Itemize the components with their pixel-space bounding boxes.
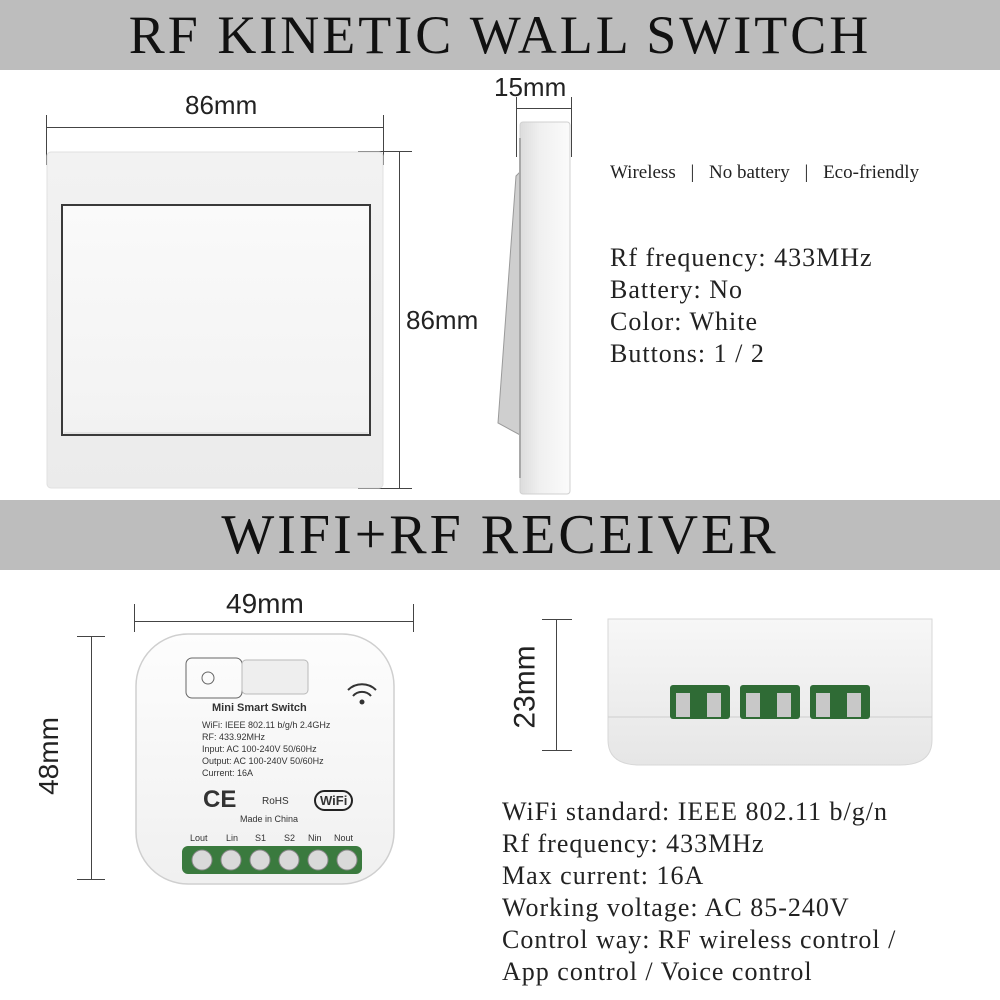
- feature-separator: |: [804, 162, 809, 183]
- wall-switch-front-image: [46, 151, 384, 489]
- spec-buttons: Buttons: 1 / 2: [610, 339, 765, 368]
- terminal-label: S2: [284, 833, 296, 843]
- wall-switch-side-image: [497, 121, 571, 495]
- feature-separator: |: [690, 162, 695, 183]
- switch-width-tick-left: [46, 115, 47, 165]
- receiver-width-label: 49mm: [226, 588, 304, 619]
- wifi-badge: WiFi: [314, 790, 354, 811]
- switch-width-line: [46, 127, 384, 128]
- receiver-section-title: WIFI+RF RECEIVER: [221, 504, 779, 566]
- terminal-label: Lin: [226, 833, 239, 843]
- receiver-label-line: RF: 433.92MHz: [202, 732, 266, 742]
- switch-section-title: RF KINETIC WALL SWITCH: [128, 5, 872, 65]
- switch-section-banner: RF KINETIC WALL SWITCH: [0, 0, 1000, 70]
- receiver-depth-tick-bottom: [542, 750, 572, 751]
- switch-depth-tick-left: [516, 97, 517, 157]
- switch-depth-tick-right: [571, 97, 572, 157]
- switch-height-line: [399, 151, 400, 489]
- switch-depth-label: 15mm: [494, 72, 567, 102]
- switch-height-tick-top: [358, 151, 412, 152]
- terminal-label: Lout: [190, 833, 208, 843]
- terminal-label: Nout: [334, 833, 354, 843]
- spec-color: Color: White: [610, 307, 759, 336]
- spec-control-way: Control way: RF wireless control /: [502, 925, 897, 954]
- receiver-height-label: 48mm: [32, 717, 64, 795]
- receiver-specs: WiFi standard: IEEE 802.11 b/g/n Rf freq…: [502, 796, 896, 988]
- switch-features: Wireless | No battery | Eco-friendly: [610, 162, 919, 184]
- receiver-device-name: Mini Smart Switch: [212, 702, 307, 714]
- receiver-depth-label: 23mm: [508, 645, 542, 729]
- switch-width-label: 86mm: [185, 90, 258, 120]
- receiver-depth-line: [556, 619, 557, 751]
- receiver-section-banner: WIFI+RF RECEIVER: [0, 500, 1000, 570]
- spec-battery: Battery: No: [610, 275, 744, 304]
- switch-specs: Rf frequency: 433MHz Battery: No Color: …: [610, 242, 873, 370]
- spec-rf-frequency: Rf frequency: 433MHz: [610, 243, 873, 272]
- spec-wifi-standard: WiFi standard: IEEE 802.11 b/g/n: [502, 797, 888, 826]
- receiver-height-tick-bottom: [77, 879, 105, 880]
- receiver-width-line: [134, 621, 414, 622]
- receiver-label-line: Input: AC 100-240V 50/60Hz: [202, 744, 317, 754]
- spec-control-way-continued: App control / Voice control: [502, 957, 813, 986]
- receiver-height-line: [91, 636, 92, 880]
- receiver-width-tick-right: [413, 604, 414, 632]
- receiver-label-line: Output: AC 100-240V 50/60Hz: [202, 756, 324, 766]
- feature-eco-friendly: Eco-friendly: [823, 162, 920, 183]
- spec-max-current: Max current: 16A: [502, 861, 705, 890]
- receiver-front-image: [135, 633, 395, 885]
- receiver-side-image: [607, 618, 933, 766]
- switch-height-tick-bottom: [358, 488, 412, 489]
- spec-working-voltage: Working voltage: AC 85-240V: [502, 893, 850, 922]
- receiver-label-line: WiFi: IEEE 802.11 b/g/h 2.4GHz: [202, 720, 331, 730]
- ce-mark: CE: [203, 786, 237, 813]
- feature-no-battery: No battery: [709, 162, 790, 183]
- switch-width-tick-right: [383, 115, 384, 165]
- receiver-depth-tick-top: [542, 619, 572, 620]
- terminal-label: S1: [255, 833, 267, 843]
- receiver-width-tick-left: [134, 604, 135, 632]
- switch-depth-line: [516, 108, 572, 109]
- receiver-label-line: Current: 16A: [202, 768, 254, 778]
- receiver-height-tick-top: [77, 636, 105, 637]
- terminal-label: Nin: [308, 833, 322, 843]
- feature-wireless: Wireless: [610, 162, 676, 183]
- switch-height-label: 86mm: [406, 305, 479, 335]
- rohs-mark: RoHS: [262, 796, 289, 807]
- made-in-china-label: Made in China: [240, 814, 299, 824]
- spec-rf-frequency: Rf frequency: 433MHz: [502, 829, 765, 858]
